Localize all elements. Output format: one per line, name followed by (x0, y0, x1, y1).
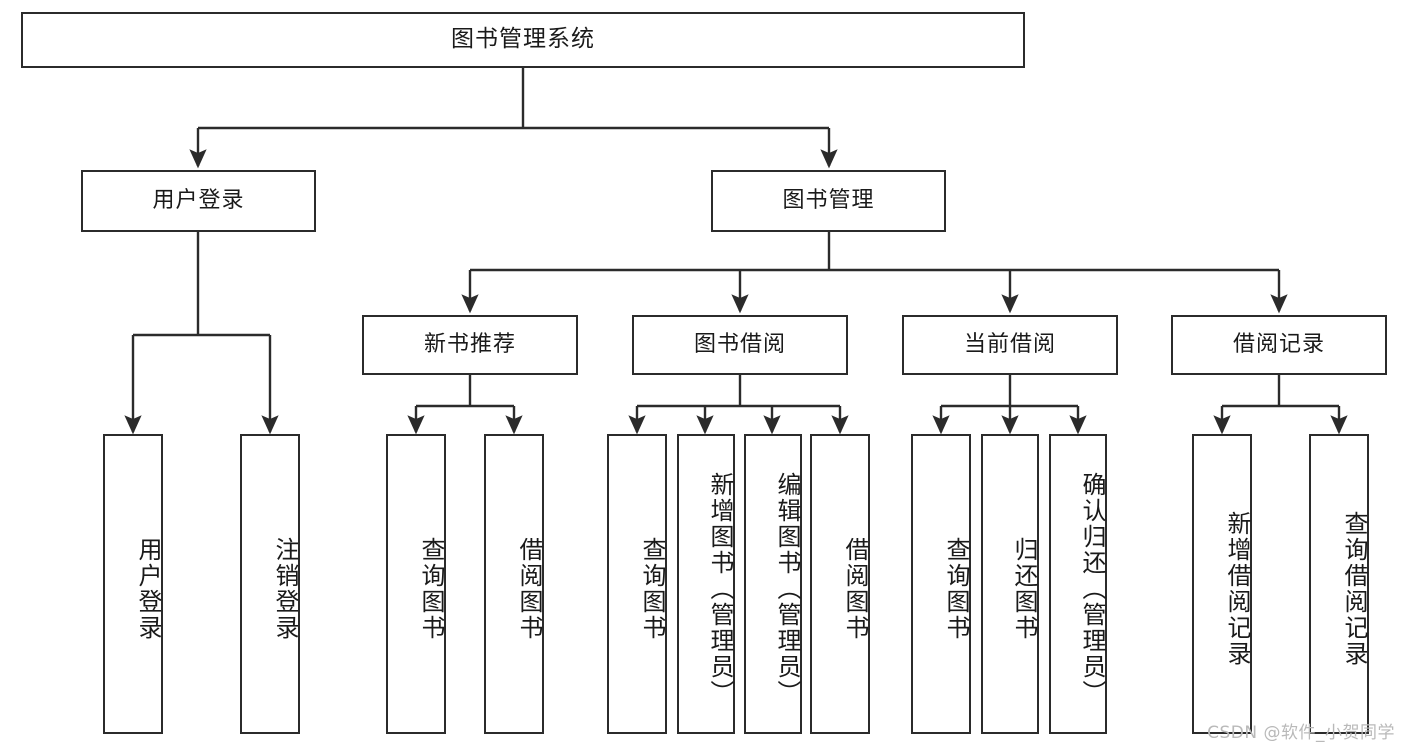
node-root-book-management-system[interactable]: 图书管理系统 (21, 12, 1025, 68)
leaf-new-book-borrow-book[interactable]: 借阅图书 (484, 434, 544, 734)
node-label: 归还图书 (1010, 537, 1038, 641)
leaf-user-login-login[interactable]: 用户登录 (103, 434, 163, 734)
node-label: 查询图书 (638, 537, 666, 641)
node-label: 图书管理系统 (451, 26, 595, 53)
node-book-borrow[interactable]: 图书借阅 (632, 315, 848, 375)
node-label: 用户登录 (152, 187, 245, 213)
leaf-book-borrow-add-book-admin[interactable]: 新增图书（管理员） (677, 434, 735, 734)
node-label: 借阅图书 (515, 537, 543, 641)
leaf-new-book-query-book[interactable]: 查询图书 (386, 434, 446, 734)
node-book-management[interactable]: 图书管理 (711, 170, 946, 232)
leaf-current-borrow-confirm-return-admin[interactable]: 确认归还（管理员） (1049, 434, 1107, 734)
node-borrow-record[interactable]: 借阅记录 (1171, 315, 1387, 375)
node-label: 当前借阅 (963, 331, 1056, 357)
leaf-borrow-record-query-record[interactable]: 查询借阅记录 (1309, 434, 1369, 734)
leaf-current-borrow-return-book[interactable]: 归还图书 (981, 434, 1039, 734)
node-label: 借阅记录 (1232, 331, 1325, 357)
node-label: 新增图书（管理员） (706, 472, 734, 706)
leaf-borrow-record-add-record[interactable]: 新增借阅记录 (1192, 434, 1252, 734)
node-label: 查询借阅记录 (1340, 511, 1368, 667)
node-label: 查询图书 (942, 537, 970, 641)
node-label: 图书借阅 (693, 331, 786, 357)
node-label: 确认归还（管理员） (1078, 472, 1106, 706)
node-user-login[interactable]: 用户登录 (81, 170, 316, 232)
node-label: 新书推荐 (423, 331, 516, 357)
node-label: 编辑图书（管理员） (773, 472, 801, 706)
node-current-borrow[interactable]: 当前借阅 (902, 315, 1118, 375)
csdn-watermark: CSDN @软件_小贺同学 (1207, 723, 1395, 743)
leaf-book-borrow-edit-book-admin[interactable]: 编辑图书（管理员） (744, 434, 802, 734)
leaf-current-borrow-query-book[interactable]: 查询图书 (911, 434, 971, 734)
leaf-user-login-logout[interactable]: 注销登录 (240, 434, 300, 734)
node-label: 查询图书 (417, 537, 445, 641)
leaf-book-borrow-query-book[interactable]: 查询图书 (607, 434, 667, 734)
node-label: 借阅图书 (841, 537, 869, 641)
node-label: 用户登录 (134, 537, 162, 641)
leaf-book-borrow-borrow-book[interactable]: 借阅图书 (810, 434, 870, 734)
node-label: 注销登录 (271, 537, 299, 641)
node-new-book-recommendation[interactable]: 新书推荐 (362, 315, 578, 375)
node-label: 新增借阅记录 (1223, 511, 1251, 667)
node-label: 图书管理 (782, 187, 875, 213)
